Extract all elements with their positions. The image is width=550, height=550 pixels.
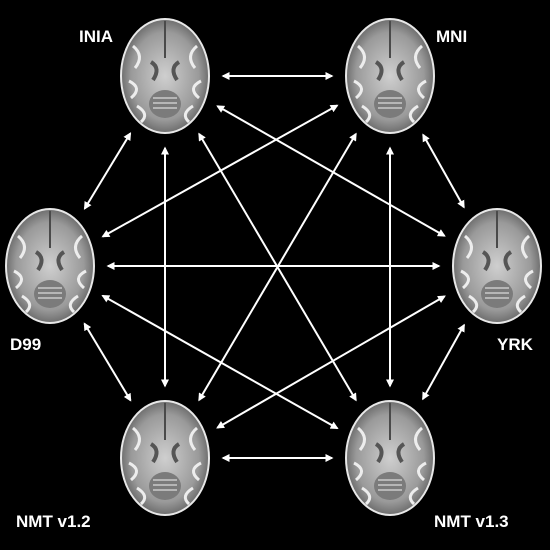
node-label-nmt-v12: NMT v1.2 bbox=[16, 512, 91, 531]
brain-slice-nmt-v13-icon bbox=[344, 399, 436, 517]
node-label-mni: MNI bbox=[436, 27, 468, 46]
brain-slice-mni-icon bbox=[344, 17, 436, 135]
bidirectional-arrow-mni-d99 bbox=[101, 104, 339, 238]
node-label-yrk: YRK bbox=[497, 335, 533, 354]
bidirectional-arrow-yrk-nmt12 bbox=[216, 295, 446, 429]
node-label-d99: D99 bbox=[10, 335, 42, 354]
brain-slice-d99-icon bbox=[4, 207, 96, 325]
bidirectional-arrow-yrk-nmt13 bbox=[422, 323, 465, 401]
brain-slice-inia-icon bbox=[119, 17, 211, 135]
bidirectional-arrow-d99-inia bbox=[83, 132, 132, 210]
brain-slice-nmt-v12-icon bbox=[119, 399, 211, 517]
node-label-nmt-v13: NMT v1.3 bbox=[434, 512, 509, 531]
edge-layer bbox=[83, 72, 465, 462]
node-label-inia: INIA bbox=[79, 27, 113, 46]
brain-slice-yrk-icon bbox=[451, 207, 543, 325]
bidirectional-arrow-d99-nmt13 bbox=[101, 294, 339, 430]
bidirectional-arrow-mni-yrk bbox=[422, 133, 465, 209]
bidirectional-arrow-nmt12-d99 bbox=[83, 322, 132, 402]
